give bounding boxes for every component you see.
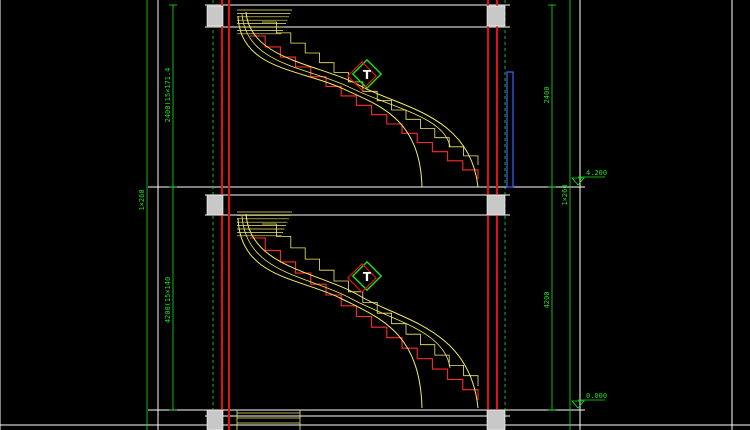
lower-flight-steps	[250, 237, 479, 400]
upper-flight-nosing-line	[262, 21, 479, 165]
section-tag-upper: T	[347, 58, 383, 91]
section-tag-lower: T	[347, 260, 383, 293]
lower-flight-stringer-inner	[237, 217, 423, 409]
dim-total-left: 1×260	[138, 189, 146, 210]
right-dimension-chain	[548, 0, 571, 430]
handrail-post	[506, 71, 514, 188]
lower-flight-handrail	[241, 215, 451, 369]
lower-flight-stringer-outer	[245, 213, 479, 409]
dim-lower-flight: 4200(15×140	[164, 277, 172, 323]
level-lower-label: 0.000	[586, 392, 607, 400]
lower-flight-nosing-line	[262, 223, 479, 386]
lower-landing-steps	[236, 410, 301, 430]
stair-flights	[237, 9, 479, 409]
dim-right-lower: 4200	[543, 292, 551, 309]
beams	[206, 5, 506, 430]
left-dimension-chain	[146, 0, 177, 430]
upper-flight-handrail	[241, 13, 451, 148]
level-mark-upper: 4.200	[571, 169, 607, 186]
dim-upper-flight: 2400(15×171.4	[164, 68, 172, 123]
upper-flight-steps	[250, 35, 479, 179]
upper-flight-stringer-outer	[245, 11, 479, 188]
dim-total-right: 1×260	[561, 184, 569, 205]
level-upper-label: 4.200	[586, 169, 607, 177]
section-tag-upper-letter: T	[363, 68, 372, 82]
upper-flight-stringer-inner	[237, 15, 423, 188]
dim-right-upper: 2400	[543, 87, 551, 104]
section-tag-lower-letter: T	[363, 270, 372, 284]
level-mark-lower: 0.000	[571, 392, 607, 409]
